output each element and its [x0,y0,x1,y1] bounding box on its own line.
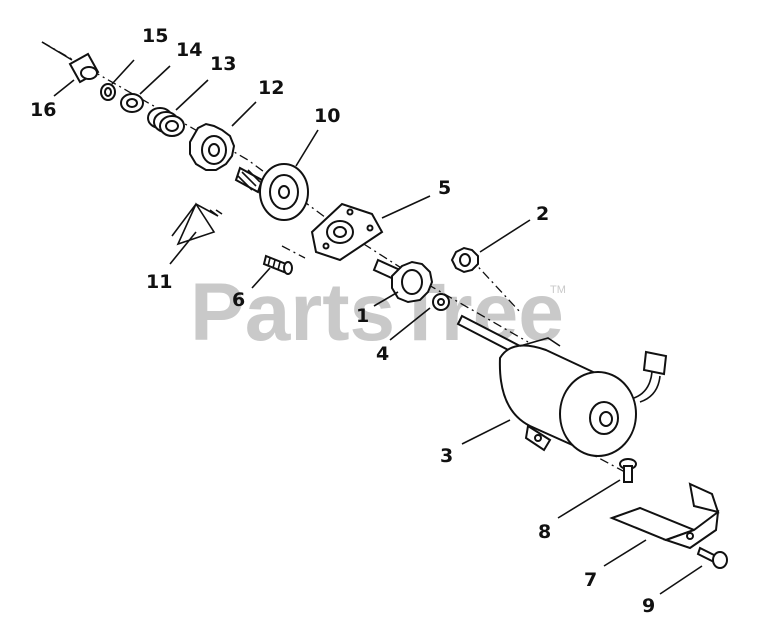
callout-10: 10 [314,105,340,127]
part-6-screw [262,254,293,275]
part-15-clip [100,83,116,101]
callout-9: 9 [642,595,655,617]
part-4-washer [432,293,450,311]
callout-2: 2 [536,203,549,225]
callout-3: 3 [440,445,453,467]
callout-14: 14 [176,39,202,61]
callout-8: 8 [538,521,551,543]
part-11-spring-clip [171,202,223,246]
callout-1: 1 [356,305,369,327]
part-12-pinion-gear [189,122,236,171]
part-10-drive-plate [234,163,309,221]
part-9-bolt [696,546,728,569]
callout-6: 6 [232,289,245,311]
part-5-bearing-plate [310,202,384,262]
part-16-sleeve [41,41,100,84]
callout-7: 7 [584,569,597,591]
part-14-washer [120,93,144,113]
screw-axis-line [281,245,306,259]
part-13-spring [147,107,185,137]
callout-13: 13 [210,53,236,75]
callout-15: 15 [142,25,168,47]
part-8-screw [619,458,637,483]
callout-12: 12 [258,77,284,99]
part-7-mounting-bracket [609,482,720,550]
callout-16: 16 [30,99,56,121]
part-2-small-gear [450,246,479,274]
gear-axis-line [469,257,521,313]
callout-11: 11 [146,271,172,293]
part-3-starter-motor [456,314,668,457]
part-1-drive-gear [372,258,434,304]
leader-lines [53,59,703,595]
callout-5: 5 [438,177,451,199]
callout-4: 4 [376,343,389,365]
watermark-trademark: TM [550,284,566,296]
